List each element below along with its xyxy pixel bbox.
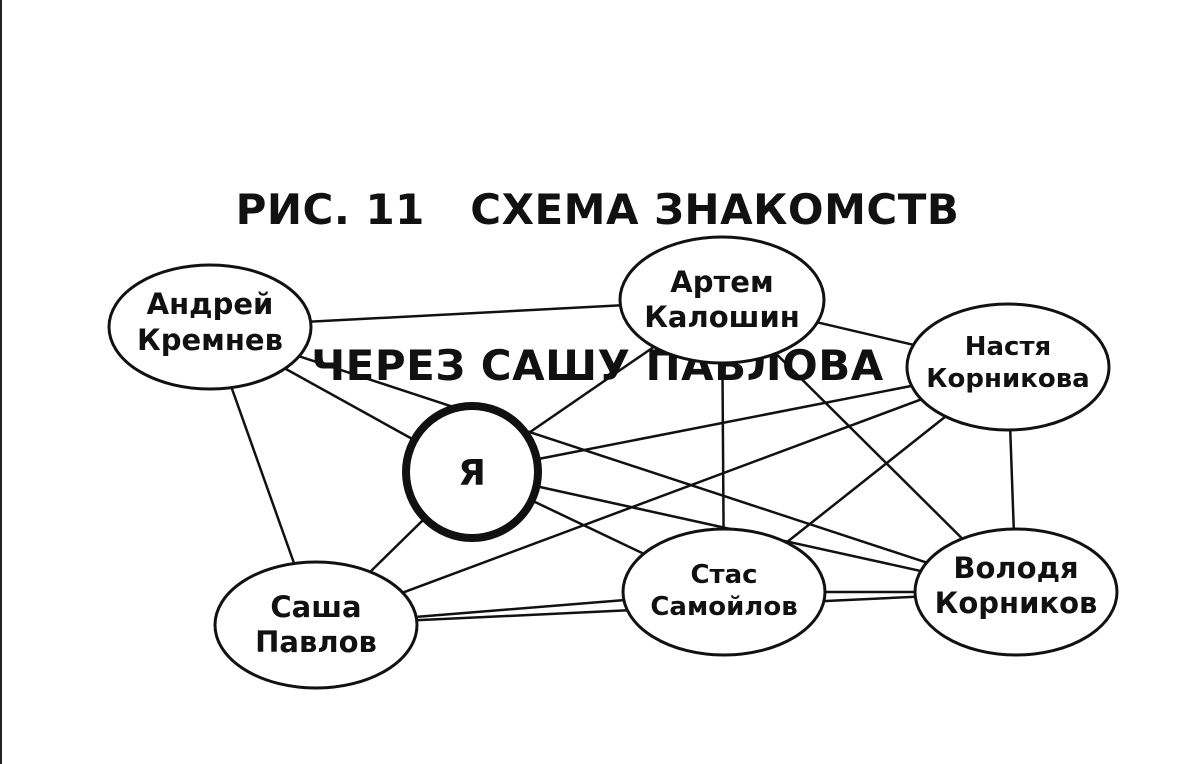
node-artem: Артем Калошин [618,235,826,365]
node-sasha-line2: Павлов [255,625,377,659]
edge-andrey-volodya [209,325,1017,594]
node-sasha: Саша Павлов [213,560,419,690]
node-nastya: Настя Корникова [905,302,1111,432]
node-volodya-line1: Володя [953,551,1078,585]
node-volodya-line2: Корников [935,586,1098,620]
node-me: Я [402,402,542,542]
node-andrey-line2: Кремнев [137,323,283,357]
node-sasha-line1: Саша [270,590,361,624]
figure-title-line-1: РИС. 11 СХЕМА ЗНАКОМСТВ [235,185,960,234]
node-volodya: Володя Корников [913,527,1119,657]
node-artem-line2: Калошин [644,300,800,334]
node-stas: Стас Самойлов [621,527,827,657]
node-stas-line1: Стас [690,560,757,590]
page-edge-line [0,0,2,764]
node-me-line1: Я [458,453,486,494]
edge-nastya-sasha [315,365,1009,627]
node-andrey-line1: Андрей [147,287,274,321]
node-stas-line2: Самойлов [650,592,797,622]
node-artem-line1: Артем [670,265,773,299]
node-nastya-line1: Настя [965,332,1051,362]
figure-title: РИС. 11 СХЕМА ЗНАКОМСТВ ЧЕРЕЗ САШУ ПАВЛО… [0,80,1195,444]
node-andrey: Андрей Кремнев [107,263,313,391]
node-nastya-line2: Корникова [926,364,1089,394]
